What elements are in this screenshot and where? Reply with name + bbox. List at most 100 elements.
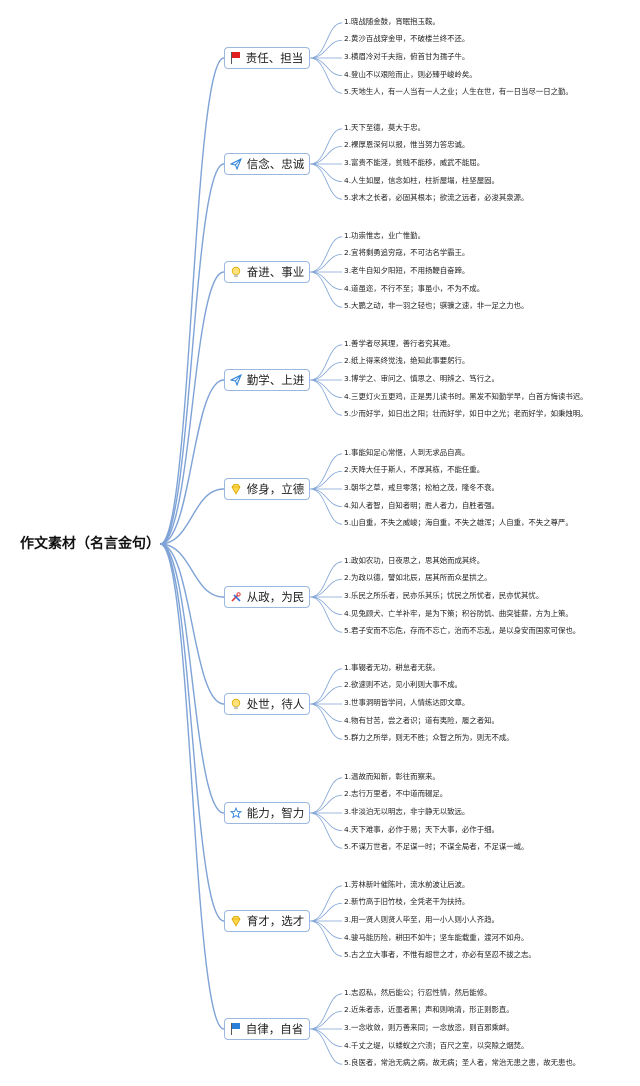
quote-item[interactable]: 2.欲速则不达，见小利则大事不成。 (344, 680, 462, 690)
connector-line (309, 344, 343, 381)
branch-topic[interactable]: 责任、担当 (224, 47, 310, 69)
quote-item[interactable]: 4.知人者智，自知者明；胜人者力，自胜者强。 (344, 500, 499, 510)
connector-line (309, 885, 343, 922)
connector-line (309, 163, 343, 182)
branch-label: 处世，待人 (246, 697, 305, 711)
branch-topic[interactable]: 修身，立德 (224, 478, 310, 500)
connector-line (309, 128, 343, 165)
quote-item[interactable]: 1.善学者尽其理，善行者究其难。 (344, 338, 455, 348)
connector-line (309, 254, 343, 273)
quote-item[interactable]: 3.世事洞明皆学问，人情练达即文章。 (344, 698, 470, 707)
connector-line (309, 812, 343, 849)
quote-item[interactable]: 2.新竹高于旧竹枝，全凭老干为扶持。 (344, 897, 470, 907)
quote-item[interactable]: 5.良医者，常治无病之病，故无病；圣人者，常治无患之患，故无患也。 (344, 1058, 581, 1068)
quote-item[interactable]: 3.一念收敛，则万善来同；一念放恣，则百邪乘衅。 (344, 1023, 514, 1032)
quote-item[interactable]: 5.山自重，不失之威峻；海自重，不失之雄浑；人自重，不失之尊严。 (344, 518, 573, 528)
quote-item[interactable]: 5.群力之所举，则无不胜；众智之所为，则无不成。 (344, 733, 514, 743)
connector-line (309, 453, 343, 490)
connector-line (309, 596, 343, 615)
quote-item[interactable]: 1.芳林新叶催陈叶，流水前波让后波。 (344, 879, 470, 889)
quote-item[interactable]: 5.少而好学，如日出之阳；壮而好学，如日中之光；老而好学，如秉烛明。 (344, 409, 588, 419)
quote-item[interactable]: 4.见兔顾犬、亡羊补牢，是为下策；积谷防饥、曲突徙薪，方为上策。 (344, 608, 573, 618)
branch-topic[interactable]: 从政，为民 (224, 586, 310, 608)
quote-item[interactable]: 2.纸上得来终觉浅，绝知此事要躬行。 (344, 356, 470, 366)
branch-topic[interactable]: 自律，自省 (224, 1018, 310, 1040)
blue-flag-icon (230, 1023, 241, 1035)
quote-item[interactable]: 3.横眉冷对千夫指，俯首甘为孺子牛。 (344, 52, 470, 61)
connector-line (159, 543, 225, 922)
quote-item[interactable]: 5.求木之长者，必固其根本；欲流之远者，必浚其泉源。 (344, 193, 529, 203)
lightbulb-icon (230, 266, 242, 278)
quote-item[interactable]: 4.天下难事，必作于易；天下大事，必作于细。 (344, 824, 499, 834)
star-icon (229, 807, 242, 819)
quote-item[interactable]: 2.裸厚恩深何以报，惟当努力答忠诚。 (344, 140, 470, 150)
quote-item[interactable]: 3.用一贤人则贤人毕至，用一小人则小人齐趋。 (344, 915, 499, 924)
quote-item[interactable]: 4.登山不以艰险而止，则必臻乎峻岭矣。 (344, 69, 477, 79)
branch-topic[interactable]: 信念、忠诚 (224, 153, 310, 175)
connector-line (309, 362, 343, 381)
quote-item[interactable]: 1.功崇惟志，业广惟勤。 (344, 230, 425, 240)
root-topic[interactable]: 作文素材（名言金句） (20, 536, 160, 552)
connector-line (309, 703, 343, 740)
branch-label: 能力，智力 (246, 806, 305, 820)
branch-label: 修身，立德 (246, 482, 305, 496)
quote-item[interactable]: 1.晓战随金鼓，宵眠抱玉鞍。 (344, 16, 440, 26)
connector-line (309, 57, 343, 94)
connector-line (159, 543, 225, 1030)
quote-item[interactable]: 1.温故而知新，彰往而察来。 (344, 771, 440, 781)
connector-line (309, 163, 343, 200)
quote-item[interactable]: 3.乐民之所乐者，民亦乐其乐；忧民之所忧者，民亦忧其忧。 (344, 591, 544, 600)
branch-topic[interactable]: 勤学、上进 (224, 369, 310, 391)
tools-icon (230, 591, 242, 603)
quote-item[interactable]: 2.宜将剩勇追穷寇，不可沽名学霸王。 (344, 248, 470, 258)
quote-item[interactable]: 5.天地生人，有一人当有一人之业；人生在世，有一日当尽一日之勤。 (344, 87, 573, 97)
quote-item[interactable]: 2.志行万里者，不中道而辍足。 (344, 789, 448, 799)
connector-line (159, 543, 225, 705)
quote-item[interactable]: 5.不谋万世者，不足谋一时；不谋全局者，不足谋一域。 (344, 842, 529, 852)
quote-item[interactable]: 2.天降大任于斯人，不厚其栋，不能任重。 (344, 465, 485, 475)
quote-item[interactable]: 2.为政以德，譬如北辰，居其所而众星拱之。 (344, 573, 492, 583)
quote-item[interactable]: 3.朝华之草，戒旦零落；松柏之茂，隆冬不衰。 (344, 483, 499, 492)
connector-line (309, 993, 343, 1030)
branch-topic[interactable]: 育才，选才 (224, 910, 310, 932)
branch-topic[interactable]: 处世，待人 (224, 693, 310, 715)
connector-line (309, 471, 343, 490)
connector-line (309, 146, 343, 165)
connector-line (309, 596, 343, 633)
quote-item[interactable]: 3.老牛自知夕阳短，不用扬鞭自奋蹄。 (344, 266, 470, 275)
quote-item[interactable]: 2.近朱者赤，近墨者黑；声和则响清，形正则影直。 (344, 1005, 514, 1015)
connector-line (309, 271, 343, 290)
branch-topic[interactable]: 能力，智力 (224, 802, 310, 824)
branch-label: 自律，自省 (245, 1022, 304, 1036)
quote-item[interactable]: 3.富贵不能淫，贫贱不能移，威武不能屈。 (344, 158, 485, 167)
quote-item[interactable]: 5.大鹏之动，非一羽之轻也；骐骥之速，非一足之力也。 (344, 301, 529, 311)
connector-line (309, 812, 343, 831)
quote-item[interactable]: 4.物有甘苦，尝之者识；道有夷险，履之者知。 (344, 715, 499, 725)
quote-item[interactable]: 1.事能知足心常惬，人到无求品自高。 (344, 447, 470, 457)
quote-item[interactable]: 4.骏马能历险，耕田不如牛；坚车能载重，渡河不如舟。 (344, 932, 529, 942)
quote-item[interactable]: 4.千丈之堤，以蝼蚁之穴溃；百尺之室，以突隙之烟焚。 (344, 1040, 529, 1050)
connector-line (309, 903, 343, 922)
quote-item[interactable]: 1.志忍私，然后能公；行忍性情，然后能修。 (344, 987, 492, 997)
quote-item[interactable]: 4.人生如屋，信念如柱，柱折屋塌，柱坚屋固。 (344, 175, 499, 185)
quote-item[interactable]: 3.博学之、审问之、慎思之、明辨之、笃行之。 (344, 374, 499, 383)
quote-item[interactable]: 4.三更灯火五更鸡，正是男儿读书时。黑发不知勤学早，白首方悔读书迟。 (344, 391, 588, 401)
quote-item[interactable]: 5.君子安而不忘危，存而不忘亡，治而不忘乱，是以身安而国家可保也。 (344, 626, 581, 636)
connector-line (309, 1028, 343, 1047)
quote-item[interactable]: 3.非淡泊无以明志，非宁静无以致远。 (344, 807, 470, 816)
quote-item[interactable]: 1.天下至德，莫大于忠。 (344, 122, 425, 132)
connector-line (309, 579, 343, 598)
quote-item[interactable]: 1.事辍者无功，耕怠者无获。 (344, 662, 440, 672)
connector-line (309, 379, 343, 398)
quote-item[interactable]: 1.政如农功，日夜思之，思其始而成其终。 (344, 555, 485, 565)
connector-line (159, 163, 225, 545)
branch-topic[interactable]: 奋进、事业 (224, 261, 310, 283)
connector-line (159, 57, 225, 545)
quote-item[interactable]: 2.黄沙百战穿金甲，不破楼兰终不还。 (344, 34, 470, 44)
connector-line (309, 22, 343, 59)
quote-item[interactable]: 4.道虽迩，不行不至；事虽小，不为不成。 (344, 283, 485, 293)
quote-item[interactable]: 5.古之立大事者，不惟有超世之才，亦必有坚忍不拔之志。 (344, 950, 536, 960)
connector-line (159, 379, 225, 545)
connector-line (309, 920, 343, 957)
